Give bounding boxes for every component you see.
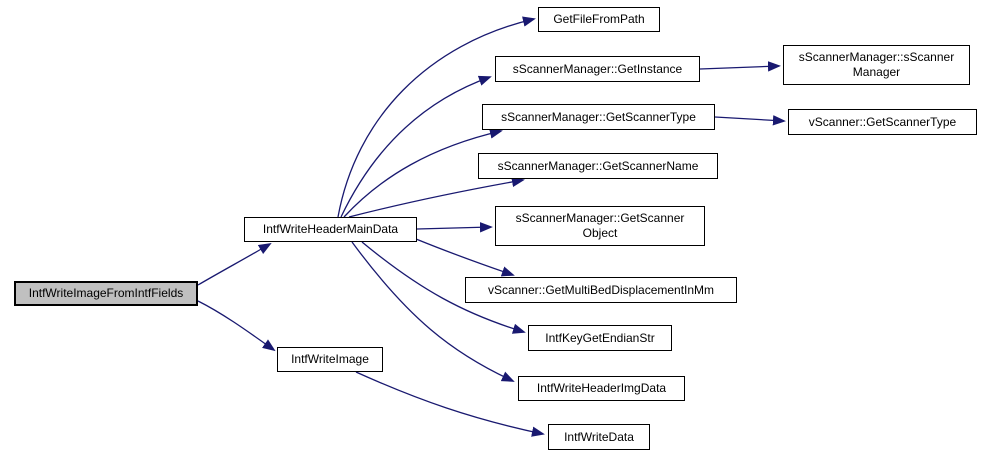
edge-intf-write-image-from-intf-fields-to-intf-write-image [197,300,276,352]
node-sscannermanager-getscannerobject[interactable]: sScannerManager::GetScanner Object [495,206,705,246]
node-intf-write-data[interactable]: IntfWriteData [548,424,650,450]
node-sscannermanager-getinstance[interactable]: sScannerManager::GetInstance [495,56,700,82]
node-label-intf-write-image-from-intf-fields: IntfWriteImageFromIntfFields [28,286,184,300]
edge-intf-write-header-main-data-to-sscannermanager-getscannerobject [416,222,493,233]
node-label-intf-write-image: IntfWriteImage [291,352,369,366]
edge-intf-write-header-main-data-to-sscannermanager-getscannername [348,176,525,218]
node-label-sscannermanager-sscannermanager: sScannerManager::sScanner Manager [798,50,955,79]
node-label-intf-write-data: IntfWriteData [564,429,634,444]
edge-intf-write-header-main-data-to-intf-write-header-img-data [351,241,515,382]
node-label-intf-write-header-img-data: IntfWriteHeaderImgData [536,381,667,395]
node-intf-write-header-main-data[interactable]: IntfWriteHeaderMainData [244,217,417,242]
node-label-sscannermanager-getinstance: sScannerManager::GetInstance [512,61,683,76]
node-vscanner-getmultibeddisplacementinmm[interactable]: vScanner::GetMultiBedDisplacementInMm [465,277,737,303]
node-get-file-from-path[interactable]: GetFileFromPath [538,7,660,32]
edge-sscannermanager-getinstance-to-sscannermanager-sscannermanager [699,61,781,72]
node-label-get-file-from-path: GetFileFromPath [553,12,645,26]
node-vscanner-getscannertype[interactable]: vScanner::GetScannerType [788,109,977,135]
node-label-sscannermanager-getscannertype: sScannerManager::GetScannerType [501,109,696,124]
node-sscannermanager-sscannermanager[interactable]: sScannerManager::sScanner Manager [783,45,970,85]
node-label-sscannermanager-getscannerobject: sScannerManager::GetScanner Object [515,211,685,240]
node-sscannermanager-getscannername[interactable]: sScannerManager::GetScannerName [478,153,718,179]
edge-intf-write-header-main-data-to-intf-key-get-endian-str [361,241,526,334]
node-intf-write-image-from-intf-fields[interactable]: IntfWriteImageFromIntfFields [14,281,198,306]
edge-intf-write-header-main-data-to-get-file-from-path [337,16,536,218]
node-intf-write-image[interactable]: IntfWriteImage [277,347,383,372]
node-label-vscanner-getmultibeddisplacementinmm: vScanner::GetMultiBedDisplacementInMm [487,282,715,297]
node-label-intf-write-header-main-data: IntfWriteHeaderMainData [262,222,399,236]
node-sscannermanager-getscannertype[interactable]: sScannerManager::GetScannerType [482,104,715,130]
edge-intf-write-header-main-data-to-sscannermanager-getinstance [340,75,492,218]
edge-intf-write-header-main-data-to-vscanner-getmultibeddisplacementinmm [415,238,515,277]
node-label-intf-key-get-endian-str: IntfKeyGetEndianStr [545,330,655,345]
node-label-sscannermanager-getscannername: sScannerManager::GetScannerName [497,158,699,173]
edge-intf-write-image-from-intf-fields-to-intf-write-header-main-data [197,243,272,286]
edge-sscannermanager-getscannertype-to-vscanner-getscannertype [714,115,786,126]
node-label-vscanner-getscannertype: vScanner::GetScannerType [808,114,957,129]
edge-intf-write-header-main-data-to-sscannermanager-getscannertype [343,128,503,218]
node-intf-key-get-endian-str[interactable]: IntfKeyGetEndianStr [528,325,672,351]
node-intf-write-header-img-data[interactable]: IntfWriteHeaderImgData [518,376,685,401]
edge-intf-write-image-to-intf-write-data [355,371,545,437]
